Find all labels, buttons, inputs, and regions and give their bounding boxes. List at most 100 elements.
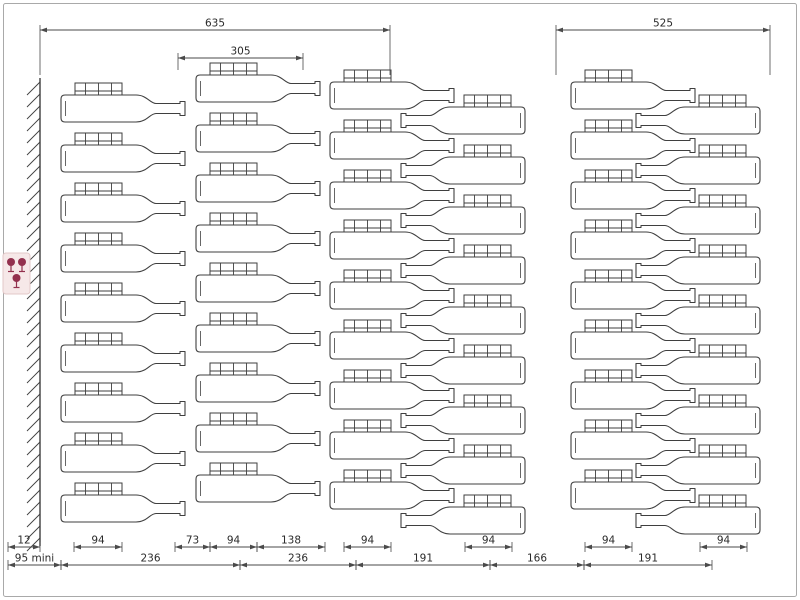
bottle-outline (195, 174, 321, 203)
wall-hatch (26, 309, 41, 324)
bottle-outline (329, 331, 455, 360)
dimension-arrow (384, 544, 391, 550)
dimension-191: 191 (355, 553, 491, 570)
dimension-arrow (505, 544, 512, 550)
wine-bottle (400, 106, 526, 135)
bottle-outline (400, 456, 526, 485)
dimension-arrow (250, 544, 257, 550)
bottle-outline (60, 494, 186, 523)
dimension-525: 525 (555, 18, 771, 75)
dimension-191: 191 (583, 553, 713, 570)
wine-bottle (195, 374, 321, 403)
wall-hatch (26, 153, 41, 168)
dimension-arrow (8, 562, 15, 568)
dimension-arrow (577, 562, 584, 568)
bottle-outline (570, 81, 696, 110)
dimension-236: 236 (60, 553, 241, 570)
wine-bottle (60, 344, 186, 373)
bottle-column-3 (329, 69, 455, 510)
wine-bottle (195, 474, 321, 503)
wine-bottle (570, 81, 696, 110)
dimension-label: 138 (281, 535, 301, 547)
wine-bottle (400, 206, 526, 235)
dimension-138: 138 (256, 535, 326, 552)
wine-bottle (400, 306, 526, 335)
dimension-label: 525 (653, 18, 673, 30)
bottle-outline (60, 394, 186, 423)
bottle-column-5 (570, 69, 696, 510)
wine-bottle (329, 181, 455, 210)
wine-bottle (570, 481, 696, 510)
wine-bottle (60, 244, 186, 273)
wall-hatch (26, 129, 41, 144)
wine-bottle (329, 231, 455, 260)
dimension-label: 191 (638, 553, 658, 565)
wine-bottle (329, 81, 455, 110)
wine-bottle (60, 144, 186, 173)
dimension-arrow (700, 544, 707, 550)
bottle-outline (60, 94, 186, 123)
bottle-outline (635, 206, 761, 235)
wall-hatch (26, 165, 41, 180)
wine-bottle (195, 124, 321, 153)
brand-watermark (2, 252, 31, 295)
wine-bottle (635, 356, 761, 385)
bottle-outline (329, 131, 455, 160)
dimension-arrow (33, 544, 40, 550)
wall-hatch (26, 345, 41, 360)
dimension-arrow (233, 562, 240, 568)
dimension-arrow (705, 562, 712, 568)
wine-bottle (635, 506, 761, 535)
bottle-outline (570, 331, 696, 360)
dimension-label: 94 (227, 535, 241, 547)
dimension-arrow (74, 544, 81, 550)
wall-hatch (26, 525, 41, 540)
wine-bottle (400, 156, 526, 185)
wall-hatch (26, 357, 41, 372)
wall-hatch (26, 225, 41, 240)
bottle-outline (60, 144, 186, 173)
bottle-outline (329, 481, 455, 510)
wine-bottle (570, 181, 696, 210)
dimension-arrow (483, 562, 490, 568)
wine-bottle (635, 256, 761, 285)
dimension-arrow (210, 544, 217, 550)
wall-hatch (26, 141, 41, 156)
wall-hatch (26, 489, 41, 504)
dimension-arrow (40, 27, 47, 33)
dimension-label: 94 (482, 535, 496, 547)
wall-hatch (26, 477, 41, 492)
bottle-outline (570, 181, 696, 210)
dimension-arrow (625, 544, 632, 550)
wall-hatch (26, 405, 41, 420)
bottle-outline (195, 274, 321, 303)
wall-hatch (26, 453, 41, 468)
wall-hatch (26, 117, 41, 132)
bottle-outline (635, 456, 761, 485)
wine-bottle (60, 94, 186, 123)
bottle-outline (329, 381, 455, 410)
bottle-outline (400, 506, 526, 535)
bottle-outline (570, 281, 696, 310)
bottle-outline (400, 256, 526, 285)
bottle-outline (60, 294, 186, 323)
dimension-94: 94 (699, 535, 748, 552)
bottle-outline (60, 444, 186, 473)
bottle-outline (60, 194, 186, 223)
dimension-arrow (763, 27, 770, 33)
wall-hatch (26, 285, 41, 300)
bottle-outline (635, 106, 761, 135)
dimension-arrow (318, 544, 325, 550)
dimension-label: 166 (527, 553, 547, 565)
wine-bottle (635, 306, 761, 335)
bottle-column-1 (60, 82, 186, 523)
bottle-outline (570, 381, 696, 410)
wall-hatch (26, 441, 41, 456)
wine-bottle (570, 131, 696, 160)
wine-bottle (195, 174, 321, 203)
dimension-label: 94 (361, 535, 375, 547)
bottle-columns (60, 62, 761, 535)
bottle-outline (635, 406, 761, 435)
dimension-94: 94 (464, 535, 513, 552)
